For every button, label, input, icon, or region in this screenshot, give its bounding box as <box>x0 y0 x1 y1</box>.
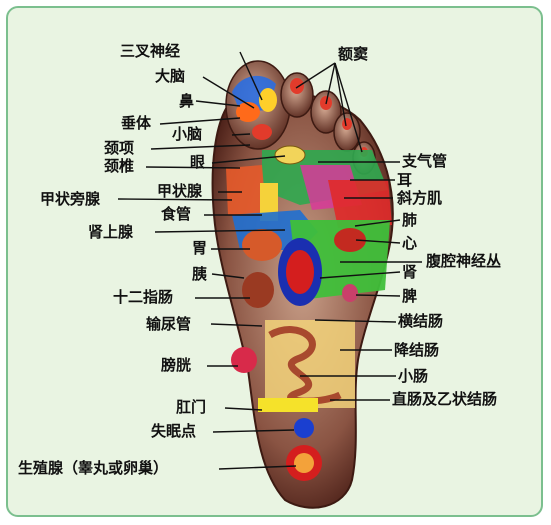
label-bi: 鼻 <box>179 93 194 110</box>
label-hengjiechang: 横结肠 <box>398 313 443 330</box>
label-jingxiang: 颈项 <box>104 140 134 157</box>
label-wei: 胃 <box>192 240 207 257</box>
label-ganmen: 肛门 <box>176 399 206 416</box>
label-fuqiangshenjingcong: 腹腔神经丛 <box>426 253 501 270</box>
label-shierzhichang: 十二指肠 <box>113 289 173 306</box>
label-xiefangji: 斜方肌 <box>397 190 442 207</box>
label-shuniaoguan: 输尿管 <box>146 316 191 333</box>
label-yi: 胰 <box>192 266 207 283</box>
label-shimiandian: 失眠点 <box>151 423 196 440</box>
label-e-dou: 额窦 <box>338 46 368 63</box>
label-shengzhixian: 生殖腺（睾丸或卵巢） <box>18 460 168 477</box>
label-jiazhuangpangxian: 甲状旁腺 <box>40 191 100 208</box>
label-pi: 脾 <box>402 288 417 305</box>
label-xiaonao: 小脑 <box>172 126 202 143</box>
label-shenshangxian: 肾上腺 <box>88 224 133 241</box>
label-xin: 心 <box>402 235 417 252</box>
label-jingzhui: 颈椎 <box>104 158 134 175</box>
label-danao: 大脑 <box>155 68 185 85</box>
label-xiaochang: 小肠 <box>398 368 428 385</box>
label-jiangjiechang: 降结肠 <box>394 342 439 359</box>
label-yan: 眼 <box>190 154 205 171</box>
label-zhiqiguan: 支气管 <box>402 153 447 170</box>
label-zhichang: 直肠及乙状结肠 <box>392 391 497 408</box>
label-shen: 肾 <box>402 264 417 281</box>
label-pangguang: 膀胱 <box>161 357 191 374</box>
label-jiazhuangxian: 甲状腺 <box>157 183 202 200</box>
label-er: 耳 <box>397 172 412 189</box>
label-shiguan: 食管 <box>161 206 191 223</box>
label-sanchashenjing: 三叉神经 <box>120 43 180 60</box>
label-fei: 肺 <box>402 212 417 229</box>
label-chuiti: 垂体 <box>121 115 151 132</box>
